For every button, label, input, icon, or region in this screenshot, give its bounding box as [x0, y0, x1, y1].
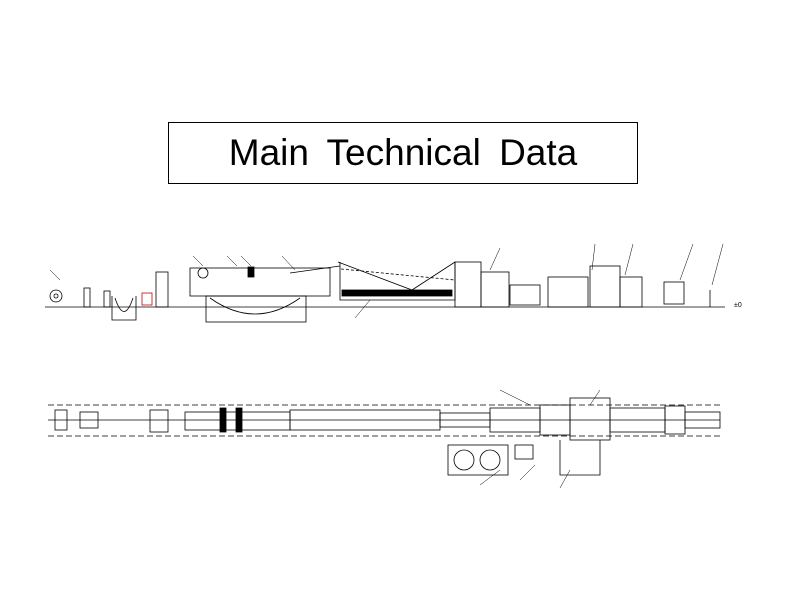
slide-title-box: Main Technical Data: [168, 122, 638, 184]
slide-title: Main Technical Data: [228, 132, 578, 173]
level-mark: ±0: [734, 302, 742, 309]
plan-view: [48, 389, 721, 489]
elevation-view: ±0: [45, 243, 742, 323]
